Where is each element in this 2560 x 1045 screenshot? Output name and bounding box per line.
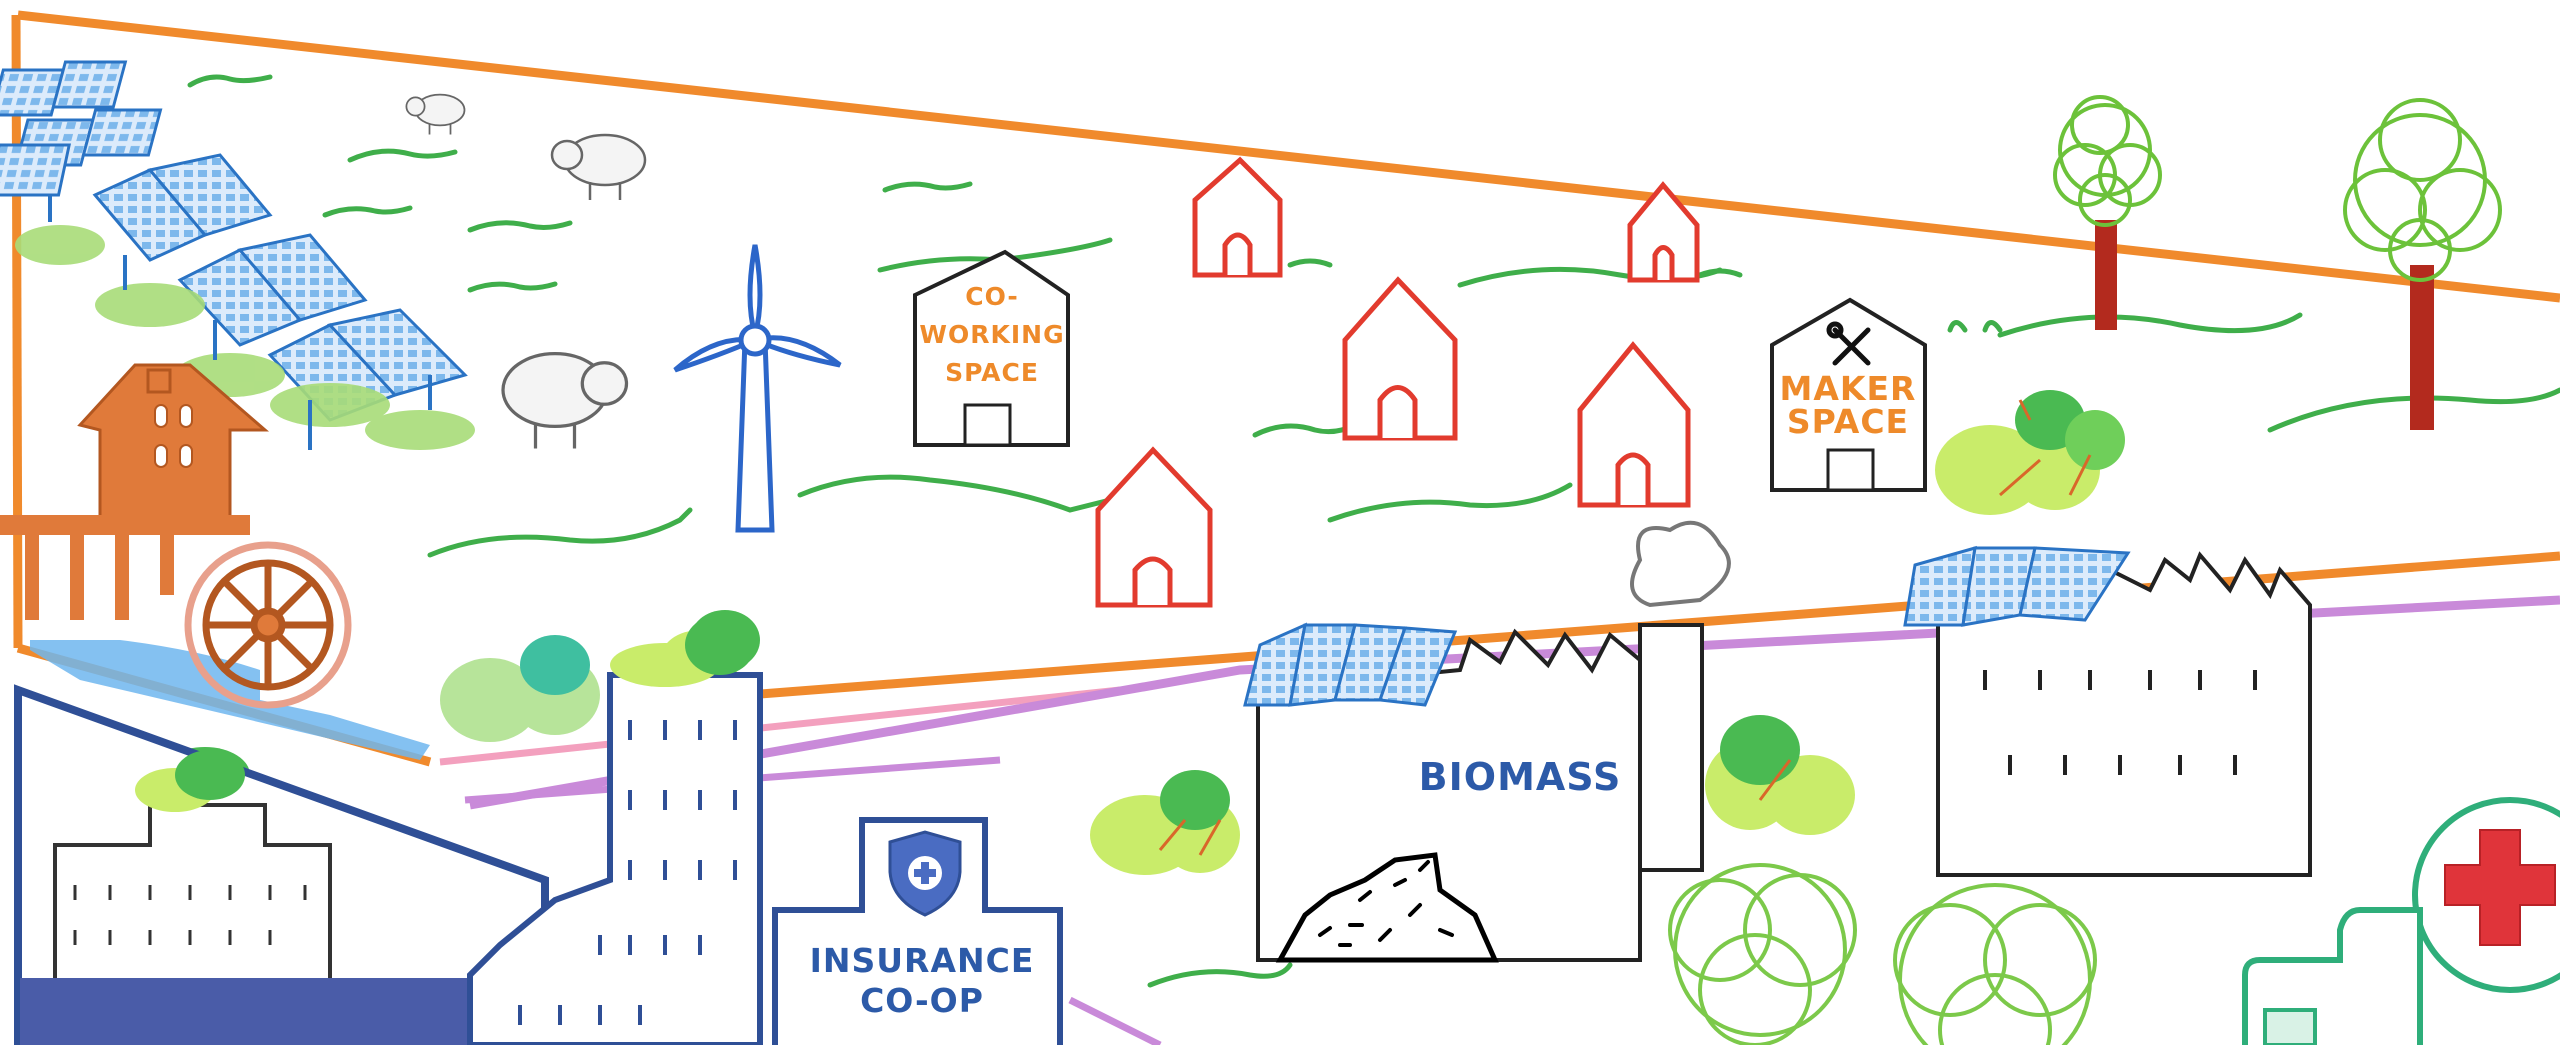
solar-panel [1377,626,1458,707]
wrench-screwdriver-icon [1826,321,1871,366]
bush [1705,715,1855,835]
smoke [1630,520,1731,608]
house [1627,181,1700,283]
biomass-plant: BIOMASS [1243,520,1731,963]
solar-panel [51,60,128,109]
solar-panel [147,153,273,237]
chimney [1638,623,1704,872]
tall-apartment [467,615,763,1045]
house [1192,156,1283,278]
coworking-label-2: WORKING [919,320,1064,349]
house [1342,276,1458,441]
houses [1095,156,1700,608]
orange-boundary-left [11,14,23,649]
tree [2053,95,2162,330]
factory [1903,545,2312,877]
biomass-label: BIOMASS [1419,755,1622,799]
purple-road-bottom [1068,996,1162,1045]
bush [1090,770,1240,875]
trees [2053,95,2502,430]
grass-tufts [187,74,2560,988]
maker-label-1: MAKER [1780,369,1917,408]
scribble-trees [1668,863,2097,1045]
coworking-space-building: CO- WORKING SPACE [913,249,1070,447]
tree [2343,98,2502,430]
maker-label-2: SPACE [1787,402,1909,441]
house [1577,341,1691,508]
solar-panel [237,233,368,322]
coworking-label-1: CO- [965,282,1018,311]
pink-road-line [439,686,1121,766]
red-cross-icon [2444,829,2556,946]
insurance-coop-building: INSURANCE CO-OP [772,817,1063,1045]
biomass-pile [1275,852,1499,963]
solar-panel [0,143,71,197]
left-apartment [14,684,549,1045]
sheep [405,93,647,449]
house [1095,446,1213,608]
bush [440,635,600,742]
hospital [2242,797,2560,1045]
maker-space-building: MAKER SPACE [1770,297,1927,492]
solar-panel [327,308,468,397]
insurance-label-1: INSURANCE [810,941,1035,980]
watermill [0,363,430,760]
coworking-label-3: SPACE [945,358,1039,387]
orange-boundary-top [17,10,2560,303]
solar-panel [81,108,163,157]
solar-farm [0,60,475,450]
insurance-label-2: CO-OP [860,981,984,1020]
shield-plus-icon [888,830,962,917]
bottom-band [20,978,468,1045]
bush [1935,390,2125,515]
wind-turbine [673,244,842,533]
water-wheel [184,541,352,709]
solar-panel [2018,546,2131,622]
